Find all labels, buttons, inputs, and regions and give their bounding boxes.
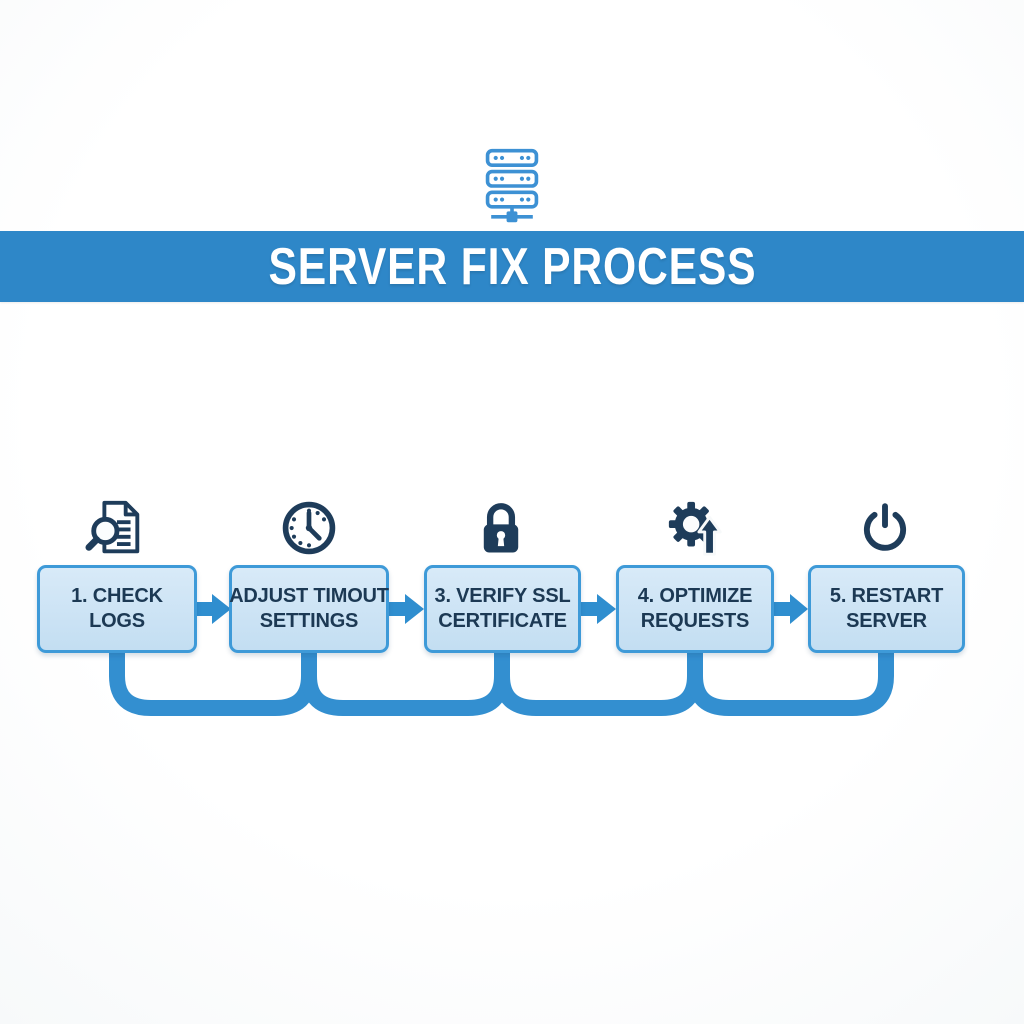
- bottom-connector: [494, 648, 703, 716]
- step-label-line: ADJUST TIMOUT: [229, 585, 389, 607]
- step-box-verify-ssl: 3. VERIFY SSL CERTIFICATE: [424, 565, 581, 653]
- magnifier-document-icon: [85, 500, 140, 554]
- gear-upgrade-icon: [668, 501, 722, 556]
- bottom-connector: [109, 648, 317, 716]
- step-label-line: CERTIFICATE: [438, 610, 567, 632]
- step-label-line: 1. CHECK: [71, 585, 163, 607]
- power-icon: [863, 503, 907, 551]
- step-box-check-logs: 1. CHECK LOGS: [37, 565, 197, 653]
- flow-arrow: [774, 594, 808, 624]
- step-box-optimize-requests: 4. OPTIMIZE REQUESTS: [616, 565, 774, 653]
- step-box-restart-server: 5. RESTART SERVER: [808, 565, 965, 653]
- step-label-line: 5. RESTART: [829, 585, 944, 607]
- clock-icon: [282, 501, 336, 555]
- step-label-line: LOGS: [89, 610, 145, 632]
- bottom-connector: [301, 648, 510, 716]
- flow-arrow: [389, 594, 424, 624]
- flow-arrow: [581, 594, 616, 624]
- step-label-line: 4. OPTIMIZE: [637, 585, 753, 607]
- step-label-line: REQUESTS: [640, 610, 750, 632]
- step-label-line: SETTINGS: [259, 610, 359, 632]
- step-label-line: SERVER: [846, 610, 927, 632]
- flow-arrow: [197, 594, 231, 624]
- server-rack-icon: [485, 148, 539, 223]
- page-title: SERVER FIX PROCESS: [268, 237, 756, 296]
- step-label-line: 3. VERIFY SSL: [434, 585, 571, 607]
- lock-icon: [483, 503, 519, 553]
- title-banner: SERVER FIX PROCESS: [0, 231, 1024, 302]
- bottom-connector: [687, 648, 894, 716]
- step-box-adjust-timeout: ADJUST TIMOUT SETTINGS: [229, 565, 389, 653]
